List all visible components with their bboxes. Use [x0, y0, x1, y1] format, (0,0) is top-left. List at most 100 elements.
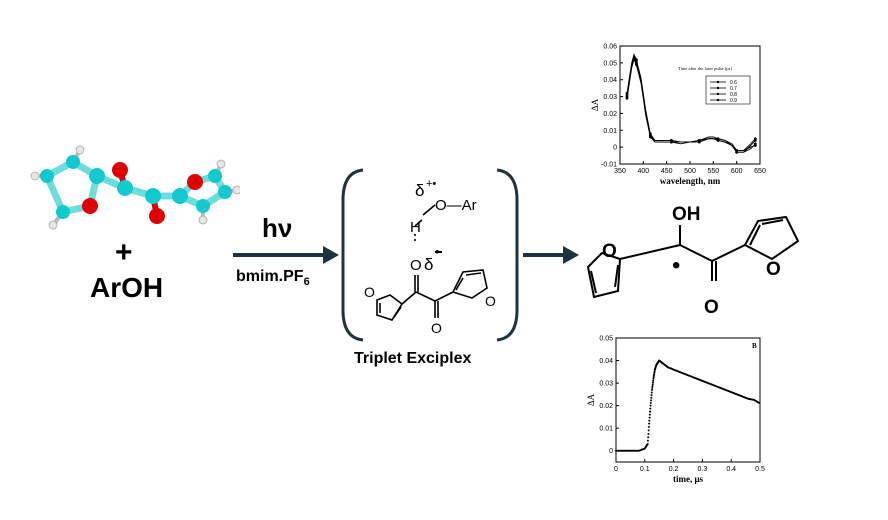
radical-dot: •	[672, 252, 680, 279]
data-point	[653, 370, 656, 373]
plus-sign: +	[115, 236, 133, 269]
delta-plus: δ	[415, 181, 424, 200]
x-tick-label: 450	[661, 168, 673, 175]
y-axis-label: ΔA	[586, 393, 596, 406]
y-tick-label: 0.04	[603, 77, 617, 84]
y-tick-label: 0.05	[603, 60, 617, 67]
data-point	[647, 436, 650, 439]
data-point	[647, 429, 650, 432]
data-point	[735, 149, 739, 152]
product-arrowhead	[563, 246, 579, 264]
plot-frame	[619, 45, 761, 165]
x-tick-label: 500	[684, 168, 696, 175]
data-point	[651, 381, 654, 384]
carbonyl-o: O	[431, 320, 442, 336]
x-tick-label: 550	[707, 168, 719, 175]
data-point	[625, 96, 629, 100]
delta-plus-charge: +•	[426, 178, 436, 190]
exciplex-structure: δ +• O—Ar H O δ • O O O	[341, 168, 519, 342]
furan-o-right: O	[485, 293, 496, 309]
data-point	[652, 379, 655, 382]
x-tick-label: 0.5	[755, 466, 765, 473]
data-point	[649, 404, 652, 407]
data-point	[647, 426, 650, 429]
reaction-arrowhead	[323, 246, 339, 264]
left-bracket	[341, 168, 364, 342]
data-point	[753, 142, 757, 146]
y-tick-label: 0.04	[599, 358, 613, 365]
data-point	[651, 388, 653, 391]
data-point	[653, 373, 656, 376]
o-atom: O	[410, 257, 422, 274]
data-point	[716, 139, 720, 142]
data-point	[651, 385, 654, 388]
data-point	[650, 391, 653, 394]
data-point	[653, 371, 656, 374]
solvent-label: bmim.PF6	[236, 268, 310, 289]
legend-entry: 0.7	[730, 86, 737, 92]
product-furan-o-left: O	[602, 241, 617, 262]
legend-title: Time after the laser pulse (μs)	[678, 66, 732, 71]
data-point	[652, 374, 655, 377]
y-tick-label: 0.02	[603, 111, 617, 118]
data-point	[652, 377, 655, 380]
y-tick-label: 0.01	[599, 426, 613, 433]
reagent-label: ArOH	[90, 272, 164, 303]
h-atom: H	[410, 219, 421, 236]
data-point	[651, 386, 654, 389]
legend-marker	[716, 92, 720, 96]
data-point	[648, 413, 651, 416]
data-point	[650, 394, 653, 397]
x-tick-label: 0.3	[698, 466, 708, 473]
legend-marker	[716, 80, 720, 84]
furan-o-left: O	[364, 284, 375, 300]
hv-label: hν	[262, 213, 293, 243]
data-point	[647, 432, 650, 435]
y-tick-label: 0.02	[599, 403, 613, 410]
reaction-arrow	[233, 253, 325, 257]
y-tick-label: 0.03	[603, 94, 617, 101]
x-tick-label: 0.4	[726, 466, 736, 473]
y-axis-label: ΔA	[590, 98, 600, 111]
x-axis-label: time, μs	[673, 474, 704, 484]
data-point	[649, 407, 652, 410]
y-tick-label: 0.01	[603, 128, 617, 135]
legend-entry: 0.9	[730, 98, 737, 104]
x-tick-label: 350	[614, 168, 626, 175]
data-point	[634, 63, 638, 66]
panel-label: B	[752, 342, 757, 350]
delta-minus: δ	[424, 255, 433, 274]
x-tick-label: 400	[637, 168, 649, 175]
data-point	[758, 401, 761, 404]
data-point	[652, 376, 655, 379]
data-point	[697, 140, 701, 144]
data-point	[646, 442, 649, 445]
oh-label: OH	[672, 204, 701, 225]
furil-3d-model	[30, 145, 240, 230]
series-line-2	[626, 56, 756, 153]
right-bracket	[496, 168, 519, 342]
data-point	[646, 439, 649, 442]
legend-entry: 0.6	[730, 80, 737, 86]
data-point	[650, 399, 653, 402]
x-tick-label: 0.1	[640, 466, 650, 473]
exciplex-title: Triplet Exciplex	[354, 350, 472, 367]
product-carbonyl-o: O	[704, 297, 719, 318]
data-point	[753, 137, 757, 141]
data-point	[649, 402, 652, 405]
data-point	[648, 419, 651, 422]
y-tick-label: -0.01	[601, 162, 617, 169]
legend-entry: 0.8	[730, 92, 737, 98]
data-point	[648, 135, 652, 139]
x-axis-label: wavelength, nm	[660, 176, 721, 186]
plot-frame	[615, 337, 761, 463]
product-arrow	[523, 253, 565, 257]
y-tick-label: 0.06	[603, 44, 617, 51]
data-point	[669, 140, 673, 144]
o-ar-label: O—Ar	[435, 197, 477, 214]
data-point	[651, 383, 654, 386]
y-tick-label: 0.03	[599, 381, 613, 388]
y-tick-label: 0	[609, 448, 613, 455]
